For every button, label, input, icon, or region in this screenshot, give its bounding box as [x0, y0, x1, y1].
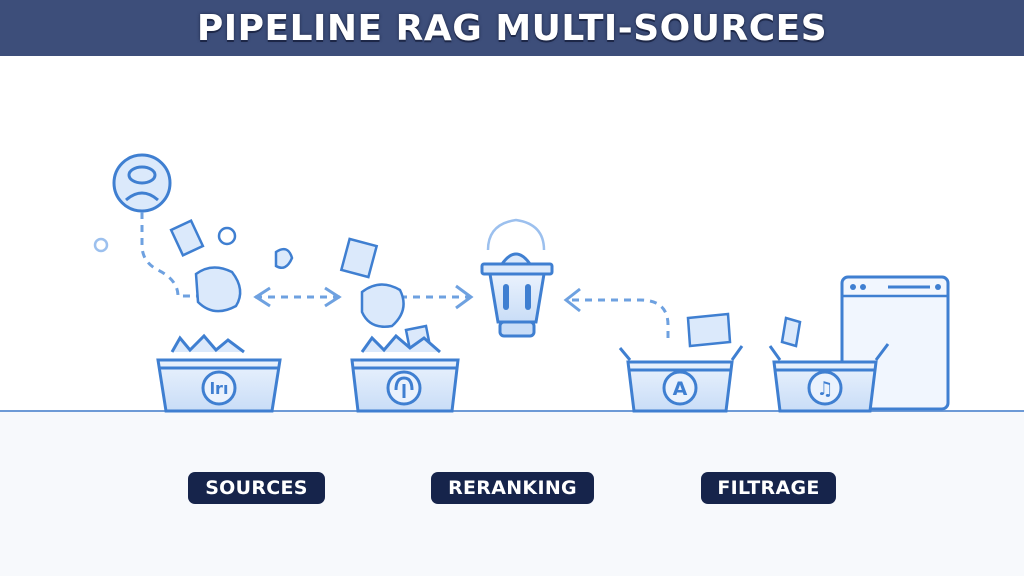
page-title: PIPELINE RAG MULTI-SOURCES [196, 7, 828, 49]
dashed-flow-4 [572, 298, 670, 338]
stage-label-reranking: RERANKING [431, 472, 594, 504]
podcast-icon [386, 370, 422, 406]
arrow-head-right [324, 286, 342, 308]
pipeline-illustration: lrı A ♫ [0, 153, 1024, 413]
arrow-head-reranker [455, 284, 474, 310]
music-note-icon: ♫ [807, 370, 843, 406]
floating-documents [93, 219, 858, 352]
arrow-head-back [563, 287, 581, 313]
arrow-head-left [253, 286, 271, 308]
svg-text:A: A [673, 378, 688, 400]
stage-label-filtrage: FILTRAGE [701, 472, 836, 504]
stage-label-sources: SOURCES [188, 472, 325, 504]
funnel-bucket-icon [480, 218, 554, 338]
svg-text:lrı: lrı [210, 379, 229, 398]
title-bar: PIPELINE RAG MULTI-SOURCES [0, 0, 1024, 56]
dashed-flow-1 [140, 212, 205, 298]
user-icon [112, 153, 172, 213]
svg-text:♫: ♫ [816, 378, 833, 400]
link-icon: lrı [201, 370, 237, 406]
font-a-icon: A [662, 370, 698, 406]
